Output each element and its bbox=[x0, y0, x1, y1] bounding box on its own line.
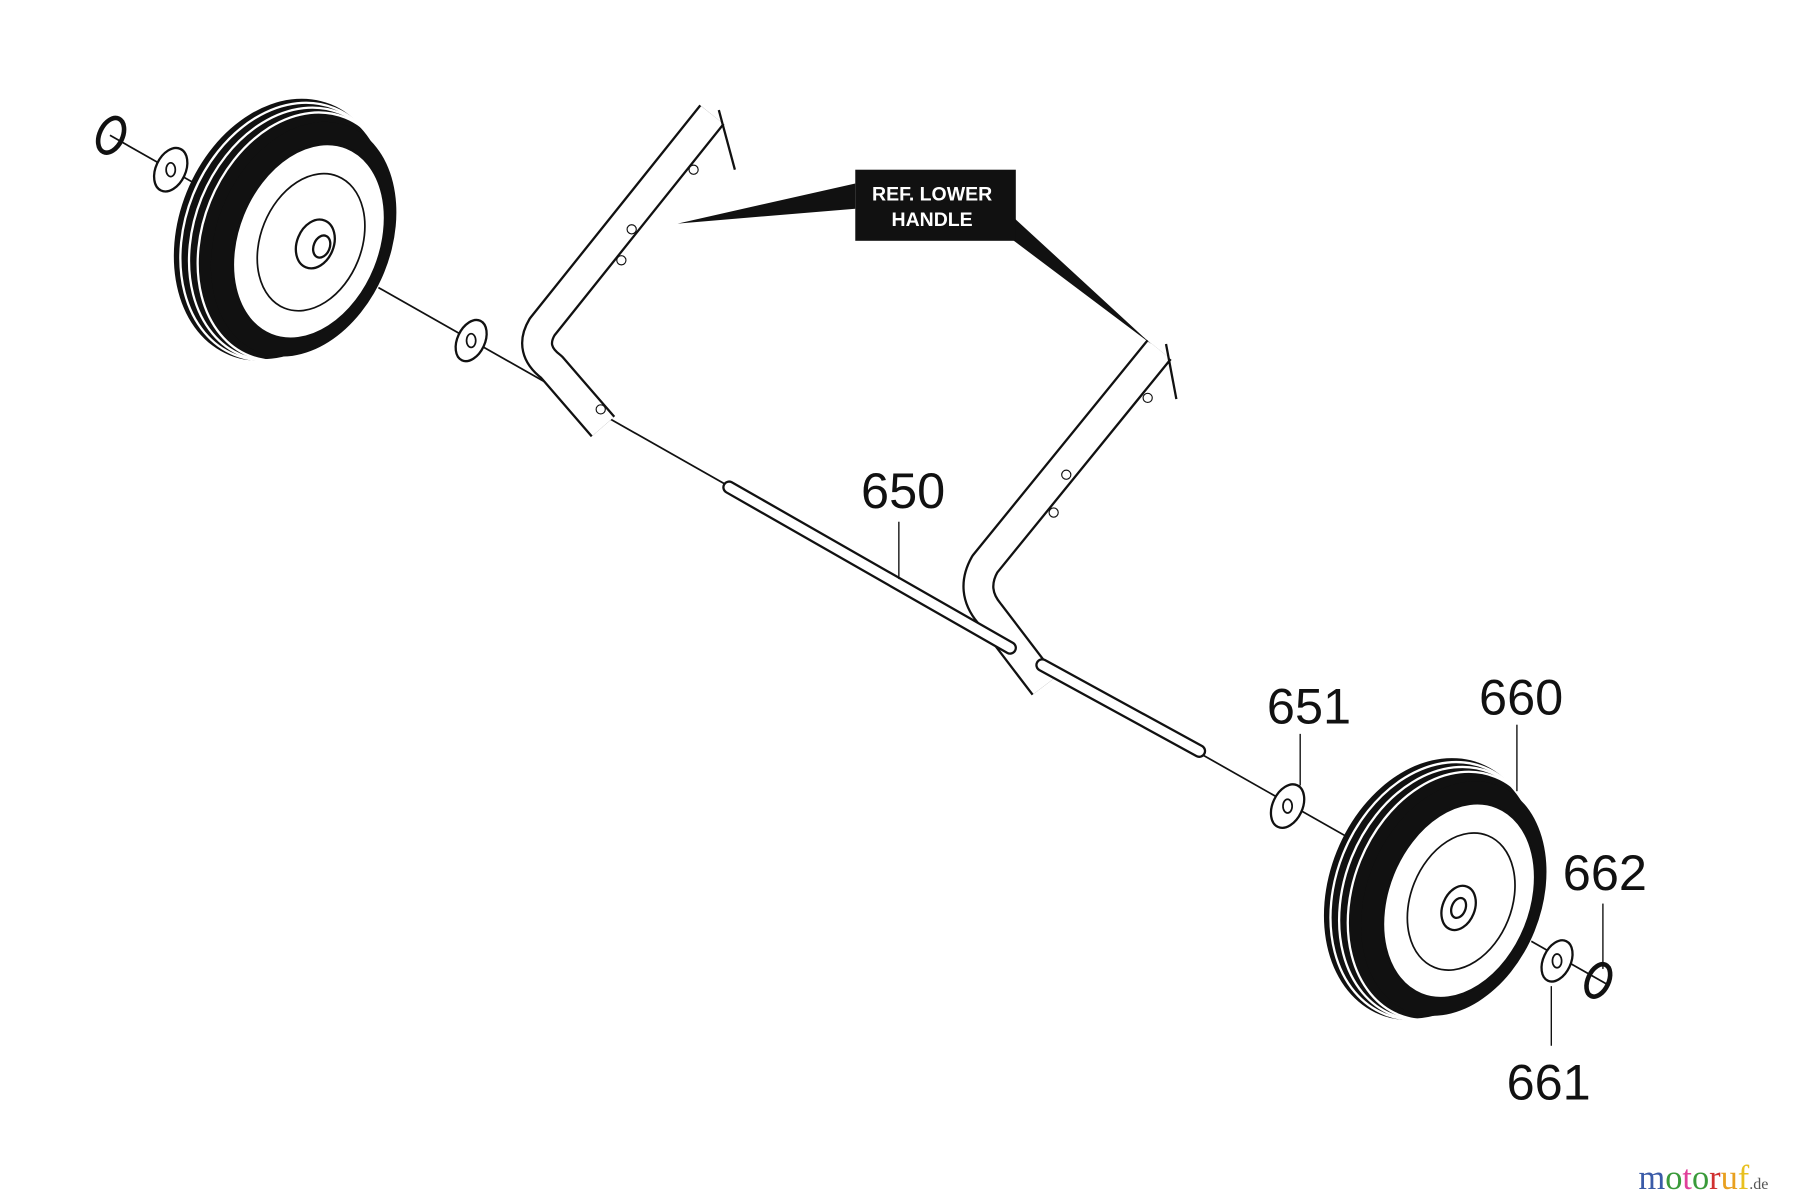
ref-lower-handle-callout: REF. LOWER HANDLE bbox=[677, 169, 1152, 344]
svg-text:motoruf.de: motoruf.de bbox=[1638, 1159, 1768, 1197]
label-650: 650 bbox=[861, 462, 945, 519]
callout-line1: REF. LOWER bbox=[872, 184, 992, 206]
label-651: 651 bbox=[1267, 678, 1351, 735]
motoruf-watermark-logo: motoruf.de bbox=[1638, 1159, 1768, 1197]
right-lower-handle bbox=[962, 339, 1178, 696]
callout-line2: HANDLE bbox=[892, 209, 973, 231]
right-wheel bbox=[1323, 758, 1549, 1022]
right-inner-washer bbox=[1269, 783, 1306, 829]
left-outer-washer bbox=[152, 146, 189, 193]
label-661: 661 bbox=[1507, 1054, 1591, 1111]
left-lower-handle bbox=[521, 104, 736, 438]
right-hub-washer bbox=[1540, 939, 1574, 983]
leader-lines bbox=[898, 521, 1604, 1046]
label-662: 662 bbox=[1563, 844, 1647, 901]
left-push-nut-icon bbox=[95, 115, 127, 155]
label-660: 660 bbox=[1479, 668, 1563, 725]
right-push-nut-icon bbox=[1584, 961, 1613, 999]
left-inner-washer bbox=[454, 318, 488, 363]
axle-rod bbox=[722, 480, 1207, 758]
left-wheel bbox=[173, 98, 398, 362]
